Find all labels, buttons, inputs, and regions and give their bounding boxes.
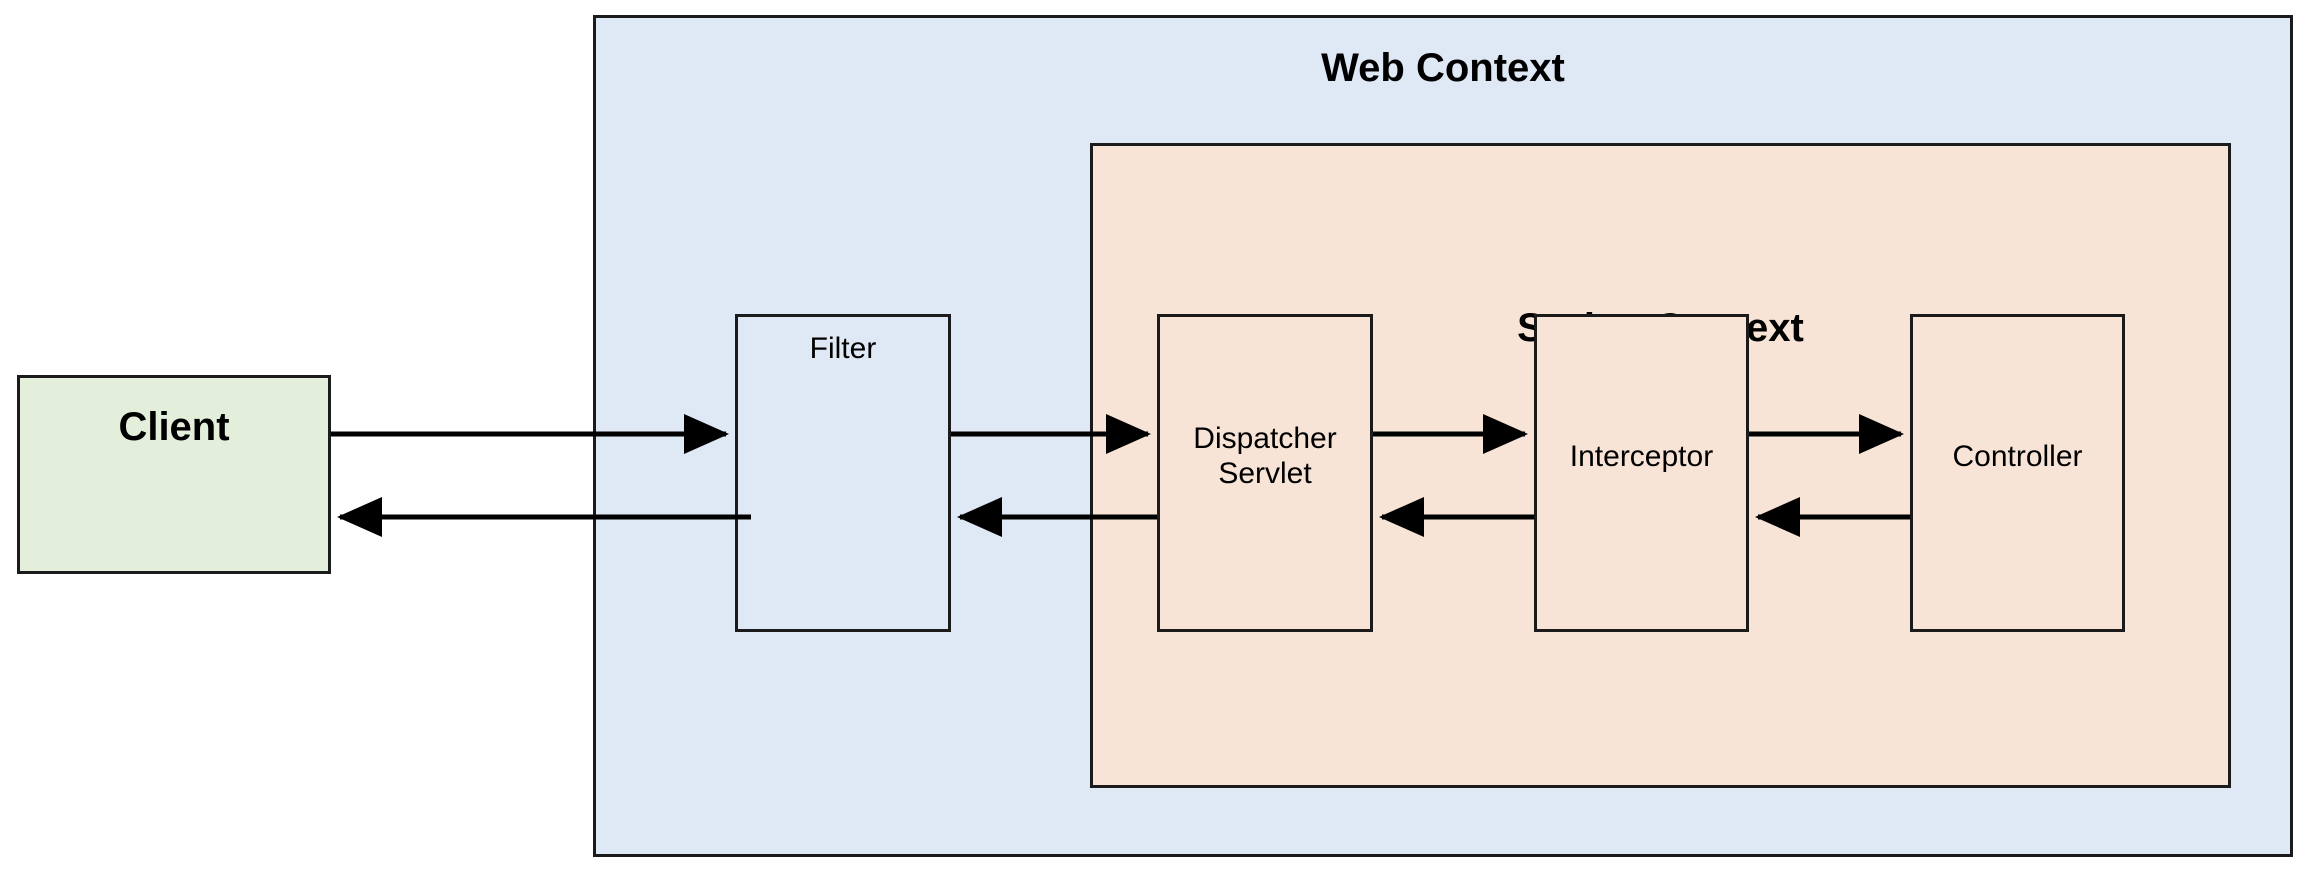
region-web-context-title: Web Context	[1321, 46, 1565, 90]
node-client-label: Client	[118, 405, 230, 449]
node-controller-label: Controller	[1952, 440, 2083, 473]
node-filter-label: Filter	[809, 332, 877, 365]
node-dispatcher-servlet: Dispatcher Servlet	[1157, 314, 1373, 632]
node-interceptor: Interceptor	[1534, 314, 1749, 632]
node-controller: Controller	[1910, 314, 2125, 632]
node-interceptor-label: Interceptor	[1569, 440, 1714, 473]
node-dispatcher-servlet-label: Dispatcher Servlet	[1193, 422, 1337, 491]
node-client: Client	[17, 375, 331, 574]
node-filter: Filter	[735, 314, 951, 632]
